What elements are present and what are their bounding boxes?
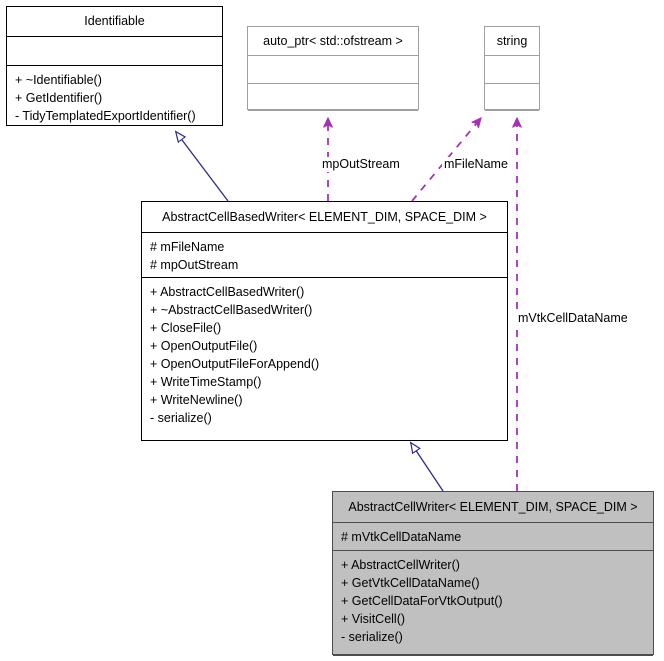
class-method-row: + OpenOutputFile()	[150, 339, 258, 353]
edge-label-mfilename: mFileName	[442, 157, 510, 172]
class-box-abstract-cell-writer[interactable]: AbstractCellWriter< ELEMENT_DIM, SPACE_D…	[332, 491, 654, 656]
class-method-row: + OpenOutputFileForAppend()	[150, 357, 320, 371]
class-box-string[interactable]: string	[484, 26, 540, 111]
class-attributes-identifiable	[7, 37, 222, 66]
class-box-auto-ptr[interactable]: auto_ptr< std::ofstream >	[247, 26, 419, 111]
class-title-abstract-cell-based-writer: AbstractCellBasedWriter< ELEMENT_DIM, SP…	[142, 202, 507, 233]
class-method-row: + GetCellDataForVtkOutput()	[341, 594, 503, 608]
class-title-identifiable: Identifiable	[7, 7, 222, 37]
class-methods-identifiable: + ~Identifiable() + GetIdentifier() - Ti…	[7, 66, 222, 126]
class-attribute-row: # mpOutStream	[150, 258, 239, 272]
class-method-row: + CloseFile()	[150, 321, 222, 335]
class-methods-abstract-cell-writer: + AbstractCellWriter() + GetVtkCellDataN…	[333, 551, 653, 656]
class-attributes-string	[485, 56, 539, 84]
edge-label-mvtkcelldataname: mVtkCellDataName	[516, 311, 630, 326]
class-attribute-row: # mVtkCellDataName	[341, 530, 462, 544]
class-method-row: + AbstractCellBasedWriter()	[150, 285, 305, 299]
class-box-identifiable[interactable]: Identifiable + ~Identifiable() + GetIden…	[6, 6, 223, 126]
class-title-auto-ptr: auto_ptr< std::ofstream >	[248, 27, 418, 56]
class-method-row: + GetVtkCellDataName()	[341, 576, 480, 590]
edge-inheritance-abstract-cell-based-writer	[411, 443, 444, 492]
class-method-row: - TidyTemplatedExportIdentifier()	[15, 109, 196, 123]
class-method-row: - serialize()	[150, 411, 212, 425]
class-method-row: + VisitCell()	[341, 612, 406, 626]
class-method-row: - serialize()	[341, 630, 403, 644]
class-methods-abstract-cell-based-writer: + AbstractCellBasedWriter() + ~AbstractC…	[142, 278, 507, 440]
class-attributes-auto-ptr	[248, 56, 418, 84]
class-method-row: + WriteTimeStamp()	[150, 375, 262, 389]
class-method-row: + GetIdentifier()	[15, 91, 103, 105]
class-method-row: + WriteNewline()	[150, 393, 243, 407]
class-title-abstract-cell-writer: AbstractCellWriter< ELEMENT_DIM, SPACE_D…	[333, 492, 653, 523]
class-attribute-row: # mFileName	[150, 240, 225, 254]
class-method-row: + AbstractCellWriter()	[341, 558, 460, 572]
class-methods-auto-ptr	[248, 84, 418, 111]
class-method-row: + ~Identifiable()	[15, 73, 102, 87]
class-attributes-abstract-cell-based-writer: # mFileName # mpOutStream	[142, 233, 507, 278]
class-method-row: + ~AbstractCellBasedWriter()	[150, 303, 313, 317]
edge-label-mpoutstream: mpOutStream	[320, 157, 402, 172]
edge-inheritance-identifiable	[176, 132, 229, 202]
class-methods-string	[485, 84, 539, 111]
class-title-string: string	[485, 27, 539, 56]
class-attributes-abstract-cell-writer: # mVtkCellDataName	[333, 523, 653, 551]
class-box-abstract-cell-based-writer[interactable]: AbstractCellBasedWriter< ELEMENT_DIM, SP…	[141, 201, 508, 441]
